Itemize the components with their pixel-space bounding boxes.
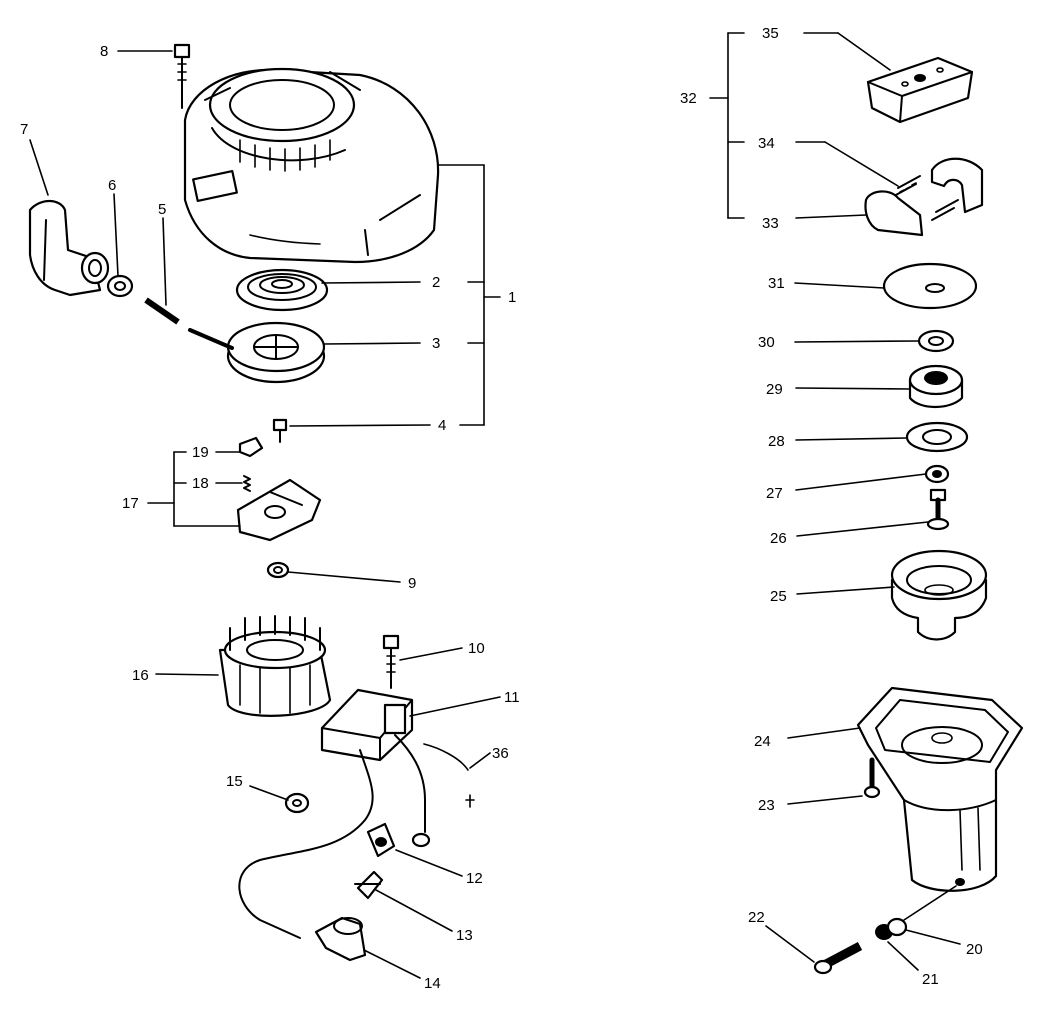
part-33-clutch-shoe xyxy=(864,190,959,237)
label-21: 21 xyxy=(922,971,939,988)
label-25: 25 xyxy=(770,588,787,605)
part-15-nut xyxy=(284,792,310,814)
part-17-ratchet xyxy=(236,478,322,542)
label-20: 20 xyxy=(966,941,983,958)
part-20-nut xyxy=(886,917,908,937)
label-12: 12 xyxy=(466,870,483,887)
label-29: 29 xyxy=(766,381,783,398)
label-35: 35 xyxy=(762,25,779,42)
part-35-plate xyxy=(866,56,974,124)
part-36-wire xyxy=(423,743,475,808)
label-2: 2 xyxy=(432,274,440,291)
label-26: 26 xyxy=(770,530,787,547)
part-1-starter-housing xyxy=(183,67,440,264)
part-34-clutch-shoe xyxy=(893,157,984,214)
label-9: 9 xyxy=(408,575,416,592)
label-27: 27 xyxy=(766,485,783,502)
label-28: 28 xyxy=(768,433,785,450)
label-11: 11 xyxy=(504,689,520,706)
label-16: 16 xyxy=(132,667,149,684)
part-30-washer xyxy=(917,329,955,353)
label-5: 5 xyxy=(158,201,166,218)
part-9-washer xyxy=(266,561,290,579)
part-28-washer xyxy=(905,421,969,453)
label-23: 23 xyxy=(758,797,775,814)
label-36: 36 xyxy=(492,745,509,762)
label-19: 19 xyxy=(192,444,209,461)
label-33: 33 xyxy=(762,215,779,232)
label-8: 8 xyxy=(100,43,108,60)
label-30: 30 xyxy=(758,334,775,351)
label-13: 13 xyxy=(456,927,473,944)
part-8-screw xyxy=(173,43,191,109)
part-16-flywheel xyxy=(218,615,332,717)
part-11-ignition-module xyxy=(238,688,431,939)
part-25-clutch-drum xyxy=(890,549,988,641)
label-14: 14 xyxy=(424,975,441,992)
label-24: 24 xyxy=(754,733,771,750)
part-22-bolt xyxy=(813,942,863,975)
part-7-starter-handle xyxy=(28,199,110,297)
label-32: 32 xyxy=(680,90,697,107)
label-7: 7 xyxy=(20,121,28,138)
label-18: 18 xyxy=(192,475,209,492)
label-4: 4 xyxy=(438,417,446,434)
part-29-bearing xyxy=(908,364,964,409)
part-26-bolt xyxy=(926,488,950,531)
part-10-screw xyxy=(382,634,400,689)
part-12-spark-plug xyxy=(366,822,396,858)
label-15: 15 xyxy=(226,773,243,790)
part-13-terminal xyxy=(354,870,384,900)
part-19-pawl xyxy=(238,436,264,458)
label-17: 17 xyxy=(122,495,139,512)
part-24-gear-housing xyxy=(856,686,1024,892)
part-31-plate xyxy=(882,262,978,310)
part-23-screw xyxy=(863,757,881,799)
part-14-boot xyxy=(314,916,367,962)
leader-lines xyxy=(29,32,961,979)
label-22: 22 xyxy=(748,909,765,926)
part-3-pulley xyxy=(188,321,326,384)
callout-labels: 8 7 6 5 2 1 3 4 19 18 17 9 16 10 11 36 1… xyxy=(20,25,983,992)
label-1: 1 xyxy=(508,289,516,306)
part-5-pin xyxy=(144,297,180,325)
label-6: 6 xyxy=(108,177,116,194)
label-34: 34 xyxy=(758,135,775,152)
part-2-recoil-spring xyxy=(235,268,329,312)
part-6-bushing xyxy=(106,274,134,298)
label-10: 10 xyxy=(468,640,485,657)
part-4-screw xyxy=(272,418,288,443)
label-3: 3 xyxy=(432,335,440,352)
label-31: 31 xyxy=(768,275,785,292)
part-27-washer xyxy=(924,464,950,484)
part-18-spring xyxy=(243,475,251,492)
